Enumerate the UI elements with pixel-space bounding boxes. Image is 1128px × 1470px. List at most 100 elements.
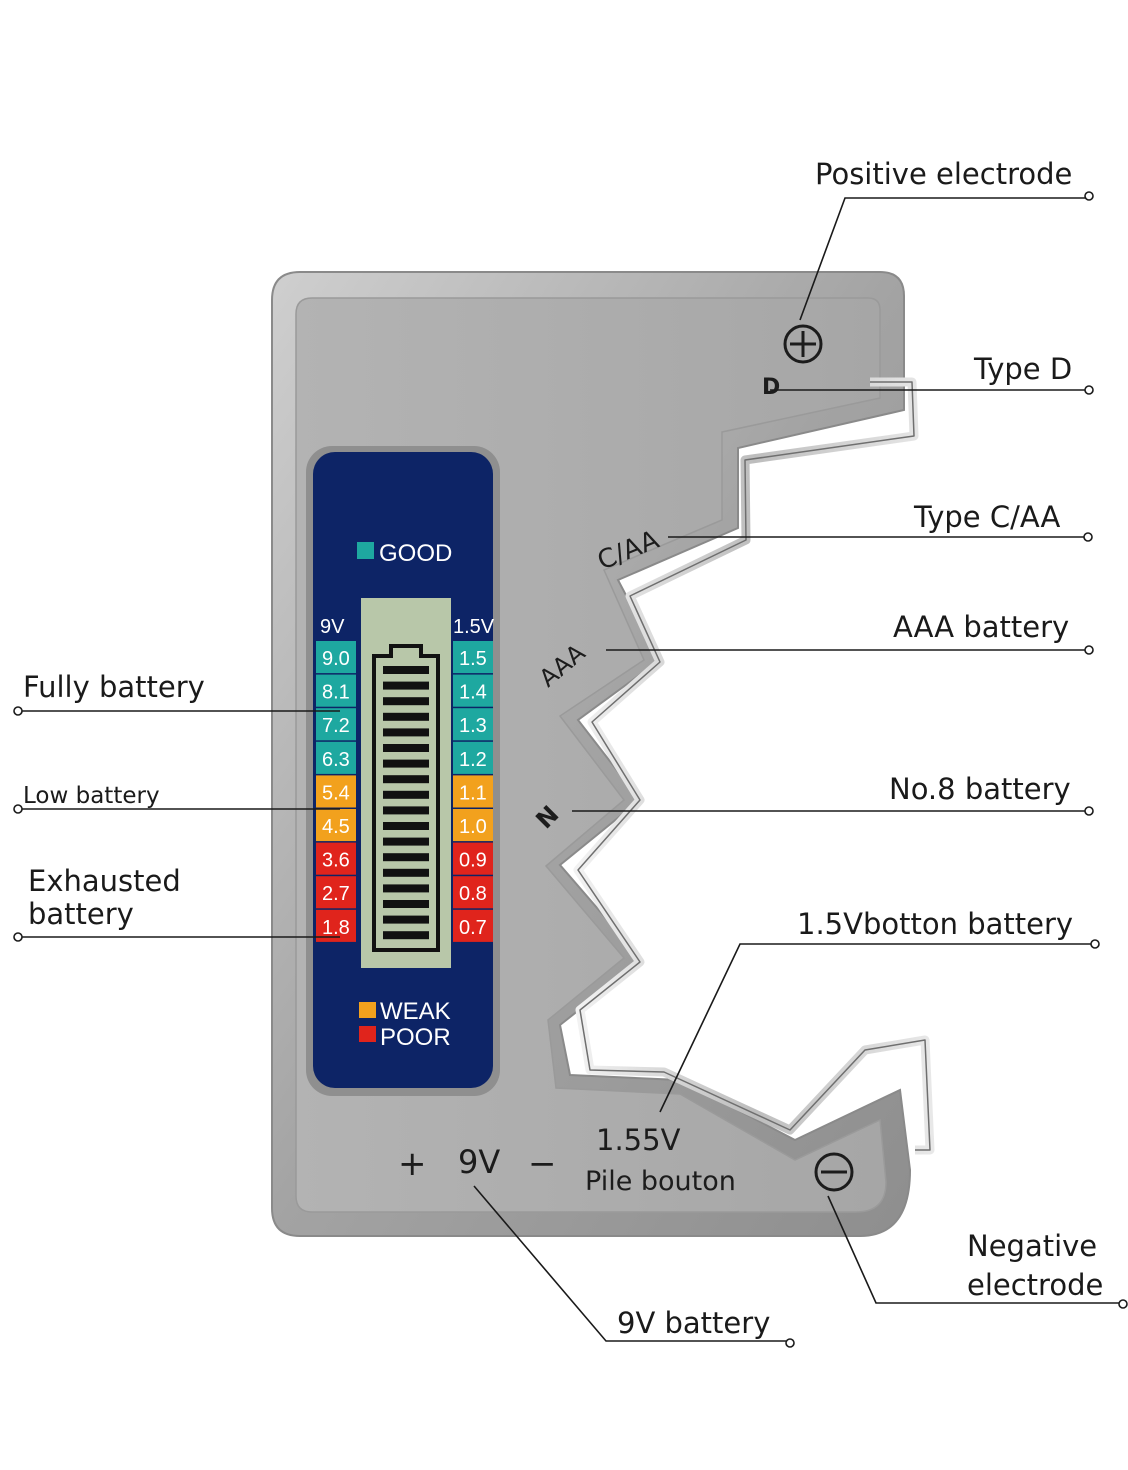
right-scale-value: 0.9 bbox=[459, 850, 487, 872]
leader-dot-type-d bbox=[1084, 385, 1094, 395]
good-swatch bbox=[357, 542, 374, 559]
battery-level-bar bbox=[383, 744, 429, 752]
left-scale-value: 4.5 bbox=[322, 816, 350, 838]
good-label: GOOD bbox=[379, 540, 452, 567]
right-scale-value: 1.0 bbox=[459, 816, 487, 838]
negative-terminal-icon bbox=[814, 1152, 854, 1192]
left-scale-cell bbox=[316, 641, 356, 674]
battery-level-bar bbox=[383, 712, 429, 721]
battery-level-bar bbox=[383, 759, 429, 768]
slot-label-d: D bbox=[762, 375, 780, 400]
leader-nine-v bbox=[473, 1185, 786, 1342]
right-scale-value: 1.3 bbox=[459, 715, 487, 737]
left-voltage-scale: 9.0 8.1 7.2 6.3 5.4 4.5 3.6 2.7 1.8 bbox=[316, 641, 356, 942]
battery-level-bar bbox=[383, 806, 429, 815]
lcd-panel: GOOD 9V 1.5V 9.0 8.1 7.2 6.3 5.4 4.5 3.6 2.7 1.8… bbox=[306, 446, 500, 1096]
battery-level-bar bbox=[383, 681, 429, 690]
poor-label: POOR bbox=[380, 1024, 451, 1051]
left-scale-value: 6.3 bbox=[322, 749, 350, 771]
battery-level-bar bbox=[383, 697, 429, 706]
callout-fully-battery: Fully battery bbox=[23, 670, 205, 704]
leader-dot-button bbox=[1090, 939, 1100, 949]
callout-nine-v-battery: 9V battery bbox=[617, 1306, 770, 1340]
leader-dot-exhausted bbox=[13, 932, 23, 942]
callout-negative-line1: Negative bbox=[967, 1229, 1097, 1263]
battery-level-bar bbox=[383, 915, 429, 924]
battery-level-bar bbox=[383, 790, 429, 799]
right-scale-value: 0.7 bbox=[459, 917, 487, 939]
right-callouts: Positive electrode Type D Type C/AA AAA … bbox=[473, 157, 1128, 1348]
callout-low-battery: Low battery bbox=[23, 783, 160, 809]
nine-v-plus-symbol: + bbox=[398, 1144, 427, 1184]
callout-type-d: Type D bbox=[973, 352, 1072, 386]
callout-type-caa: Type C/AA bbox=[913, 500, 1060, 534]
right-scale-cell bbox=[453, 708, 493, 741]
right-scale-value: 1.1 bbox=[459, 782, 487, 804]
button-voltage-label: 1.55V bbox=[596, 1123, 681, 1157]
left-callouts: Fully battery Low battery Exhausted batt… bbox=[13, 670, 340, 942]
callout-no8-battery: No.8 battery bbox=[889, 772, 1071, 806]
leader-dot-type-caa bbox=[1083, 532, 1093, 542]
left-scale-cell bbox=[316, 876, 356, 909]
battery-level-bar bbox=[383, 931, 429, 940]
leader-dot-positive bbox=[1084, 191, 1094, 201]
leader-dot-fully bbox=[13, 706, 23, 716]
callout-negative-line2: electrode bbox=[967, 1268, 1103, 1302]
right-scale-value: 1.4 bbox=[459, 682, 487, 704]
right-scale-cell bbox=[453, 876, 493, 909]
battery-level-bar bbox=[383, 900, 429, 908]
weak-label: WEAK bbox=[380, 998, 451, 1025]
battery-level-bar bbox=[383, 868, 429, 877]
leader-dot-low bbox=[13, 804, 23, 814]
battery-level-icon bbox=[372, 644, 440, 952]
battery-level-bar bbox=[383, 728, 429, 737]
leader-dot-nine-v bbox=[785, 1338, 795, 1348]
right-scale-cell bbox=[453, 741, 493, 774]
right-scale-value: 0.8 bbox=[459, 883, 487, 905]
positive-terminal-icon bbox=[783, 324, 823, 364]
battery-level-bars bbox=[383, 666, 429, 940]
leader-dot-aaa bbox=[1084, 645, 1094, 655]
right-scale-value: 1.2 bbox=[459, 749, 487, 771]
left-scale-value: 7.2 bbox=[322, 715, 350, 737]
left-scale-value: 8.1 bbox=[322, 682, 350, 704]
left-scale-value: 9.0 bbox=[322, 648, 350, 670]
scale-header-1-5v: 1.5V bbox=[453, 616, 495, 638]
nine-v-slot-label: 9V bbox=[458, 1143, 500, 1181]
battery-level-bar bbox=[383, 884, 429, 893]
callout-positive-electrode: Positive electrode bbox=[815, 157, 1072, 191]
metal-contact-edge bbox=[577, 381, 931, 1151]
battery-level-bar bbox=[383, 853, 429, 862]
battery-level-bar bbox=[383, 775, 429, 784]
left-scale-cell bbox=[316, 741, 356, 774]
callout-aaa-battery: AAA battery bbox=[893, 610, 1069, 644]
left-scale-cell bbox=[316, 809, 356, 842]
leader-negative bbox=[827, 1195, 1120, 1304]
left-scale-value: 1.8 bbox=[322, 917, 350, 939]
leader-dot-no8 bbox=[1084, 806, 1094, 816]
left-scale-value: 3.6 bbox=[322, 850, 350, 872]
scale-header-9v: 9V bbox=[320, 616, 345, 638]
left-scale-value: 5.4 bbox=[322, 782, 350, 804]
weak-swatch bbox=[359, 1002, 376, 1018]
right-scale-cell bbox=[453, 674, 493, 707]
right-scale-cell bbox=[453, 842, 493, 875]
callout-exhausted-line1: Exhausted bbox=[28, 864, 181, 898]
leader-dot-negative bbox=[1118, 1299, 1128, 1309]
right-scale-cell bbox=[453, 909, 493, 942]
right-scale-value: 1.5 bbox=[459, 648, 487, 670]
left-scale-value: 2.7 bbox=[322, 883, 350, 905]
battery-level-bar bbox=[383, 822, 429, 830]
left-scale-cell bbox=[316, 775, 356, 808]
leader-positive bbox=[799, 197, 1086, 321]
left-scale-cell bbox=[316, 674, 356, 707]
right-scale-cell bbox=[453, 809, 493, 842]
right-voltage-scale: 1.5 1.4 1.3 1.2 1.1 1.0 0.9 0.8 0.7 bbox=[453, 641, 493, 942]
nine-v-minus-symbol: − bbox=[528, 1144, 557, 1184]
right-scale-cell bbox=[453, 775, 493, 808]
poor-swatch bbox=[359, 1026, 376, 1042]
callout-exhausted-line2: battery bbox=[28, 897, 134, 931]
battery-outline-icon bbox=[372, 644, 440, 952]
battery-level-bar bbox=[383, 666, 429, 674]
